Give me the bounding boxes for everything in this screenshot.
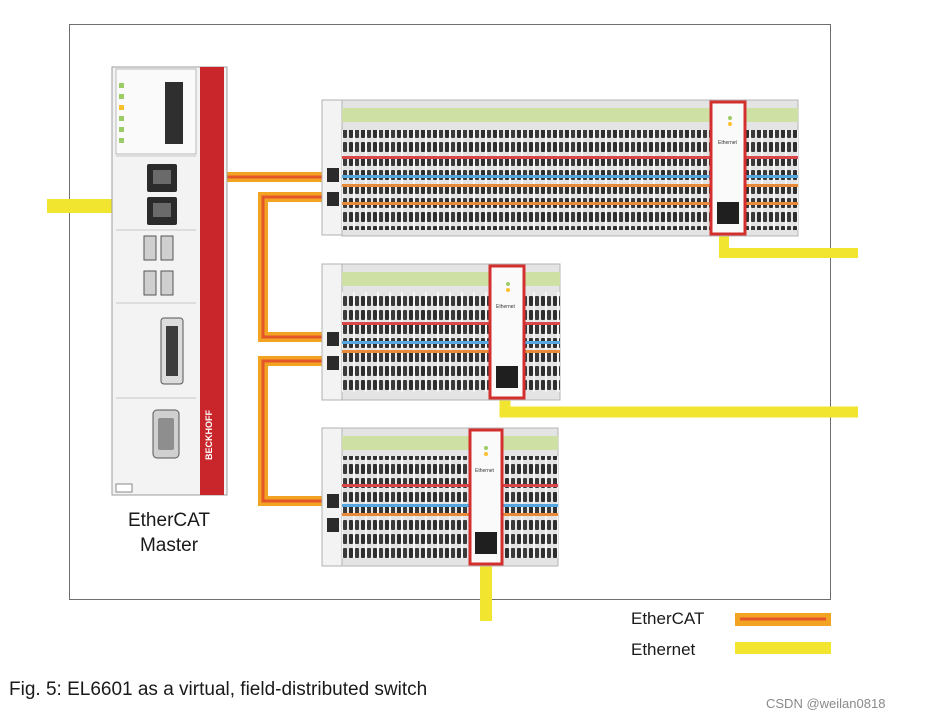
ethercat-master-device: BECKHOFF [111,66,228,496]
svg-text:Ethernet: Ethernet [475,468,495,474]
rj45-port-icon [717,202,739,224]
rj45-port-icon [327,168,339,182]
legend-ethercat-label: EtherCAT [631,609,705,628]
rj45-port-icon [327,494,339,508]
io-rack-3: Ethernet [321,427,559,567]
status-led-icon [119,83,124,143]
ethernet-cable-rack2-out [499,398,858,418]
dvi-port-icon [160,317,184,385]
rj45-port-icon [327,518,339,532]
rj45-port-icon [475,532,497,554]
legend-ethernet-swatch [735,642,831,654]
rj45-port-icon [147,164,177,225]
master-label-line2: Master [139,535,199,556]
master-dip-switch [165,82,183,144]
io-rack-2: Ethernet [321,263,561,401]
rj45-port-icon [496,366,518,388]
master-brand: BECKHOFF [204,410,214,460]
status-led-icon [728,116,732,120]
ethernet-cable-rack1-out [719,236,858,258]
master-label-line1: EtherCAT [127,510,210,531]
watermark: CSDN @weilan0818 [766,696,886,711]
ethercat-cable-rack2-to-rack3 [258,356,336,506]
rj45-port-icon [327,356,339,370]
master-status-panel [115,68,197,155]
master-label: EtherCAT Master [104,508,234,558]
figure-caption: Fig. 5: EL6601 as a virtual, field-distr… [9,679,428,700]
rj45-port-icon [327,332,339,346]
master-red-stripe [200,67,224,495]
legend-ethercat-swatch [735,613,831,626]
svg-text:Ethernet: Ethernet [718,140,738,146]
status-led-icon [506,282,510,286]
serial-port-icon [152,409,180,459]
ethercat-cable-rack1-to-rack2 [258,192,336,342]
usb-port-icon [143,235,174,296]
status-led-icon [484,446,488,450]
ethernet-cables [47,199,858,621]
rj45-port-icon [327,192,339,206]
ethercat-cables [222,172,336,506]
legend-ethernet-label: Ethernet [631,640,696,659]
io-rack-1: Ethernet [321,99,799,237]
svg-text:Ethernet: Ethernet [496,304,516,310]
